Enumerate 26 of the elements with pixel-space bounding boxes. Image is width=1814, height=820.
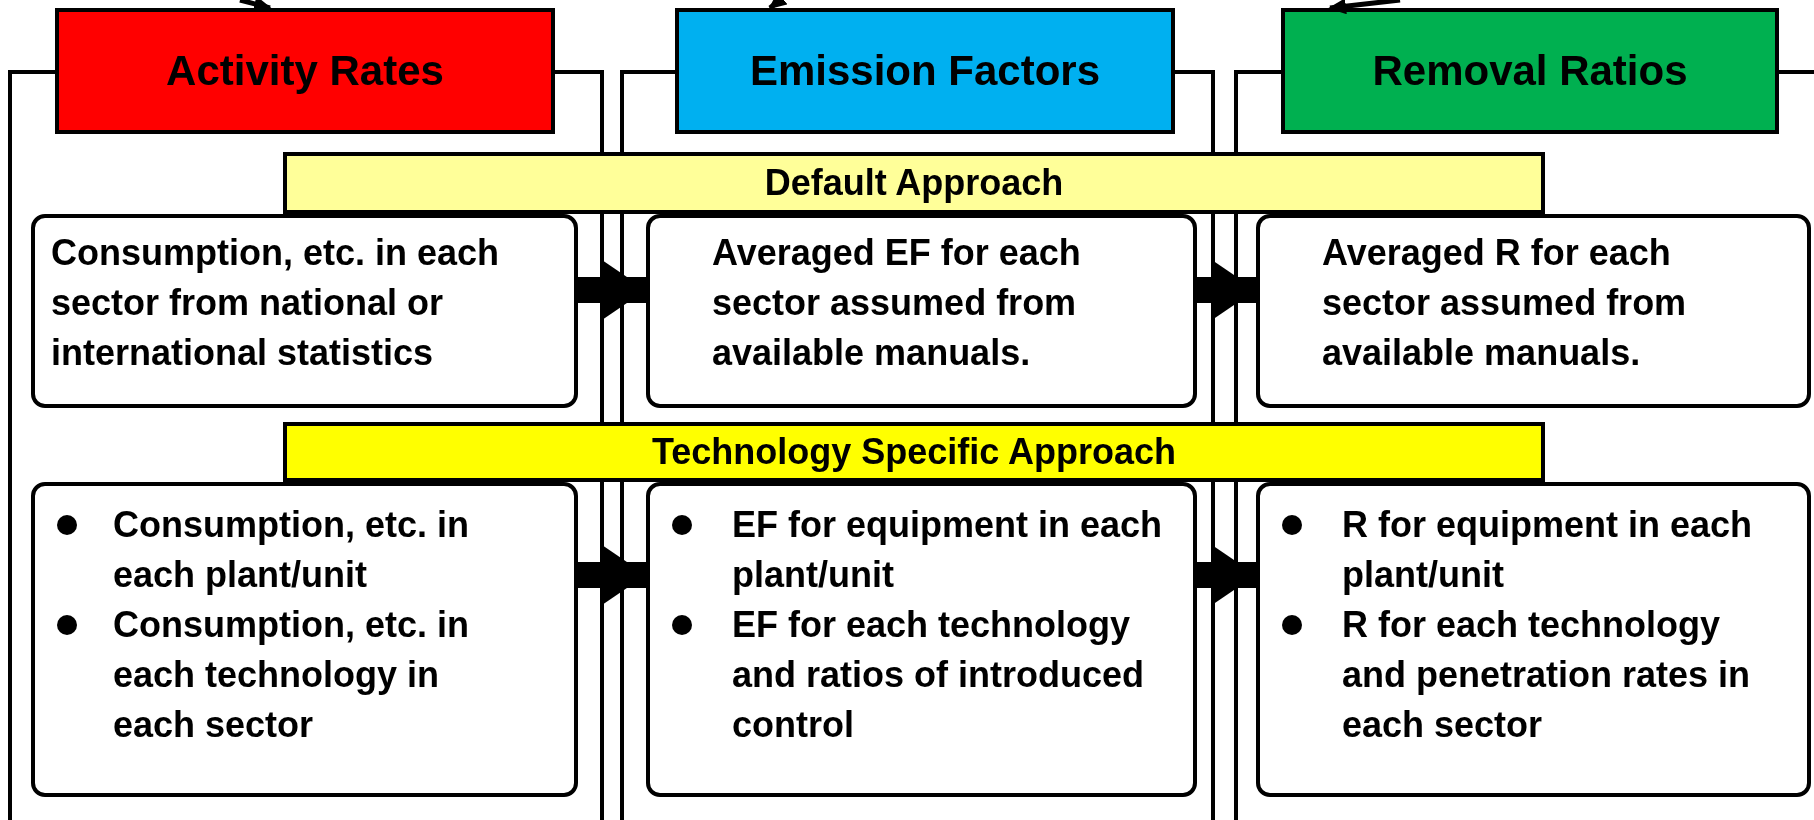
arrow [1328,0,1401,15]
bullet-text: R for equipment in each plant/unit [1342,504,1753,595]
header-box: Activity Rates [55,8,555,134]
description-box [1256,214,1811,408]
approach-banner: Default Approach [283,152,1545,214]
description-text: Averaged EF for each sector assumed from available manuals. [712,231,1082,375]
approach-banner: Technology Specific Approach [283,422,1545,482]
bullet-text: EF for equipment in each plant/unit [732,504,1163,595]
description-box [31,482,578,797]
description-box [646,482,1197,797]
arrow [768,0,788,10]
bullet-text: Consumption, etc. in each technology in each sector [113,604,469,745]
bullet-text: Consumption, etc. in each plant/unit [113,504,469,595]
arrow [1197,260,1256,320]
bullet-text: R for each technology and penetration rates in each sector [1342,604,1751,745]
arrow [578,260,646,320]
arrow [1197,545,1256,605]
description-box [31,214,578,408]
arrow [578,545,646,605]
description-text: Consumption, etc. in each sector from national or international statistics [51,231,501,375]
header-box: Removal Ratios [1281,8,1779,134]
description-text: Averaged R for each sector assumed from available manuals. [1322,231,1688,375]
description-box [1256,482,1811,797]
description-box [646,214,1197,408]
header-box: Emission Factors [675,8,1175,134]
bullet-text: EF for each technology and ratios of introduced control [732,604,1144,745]
